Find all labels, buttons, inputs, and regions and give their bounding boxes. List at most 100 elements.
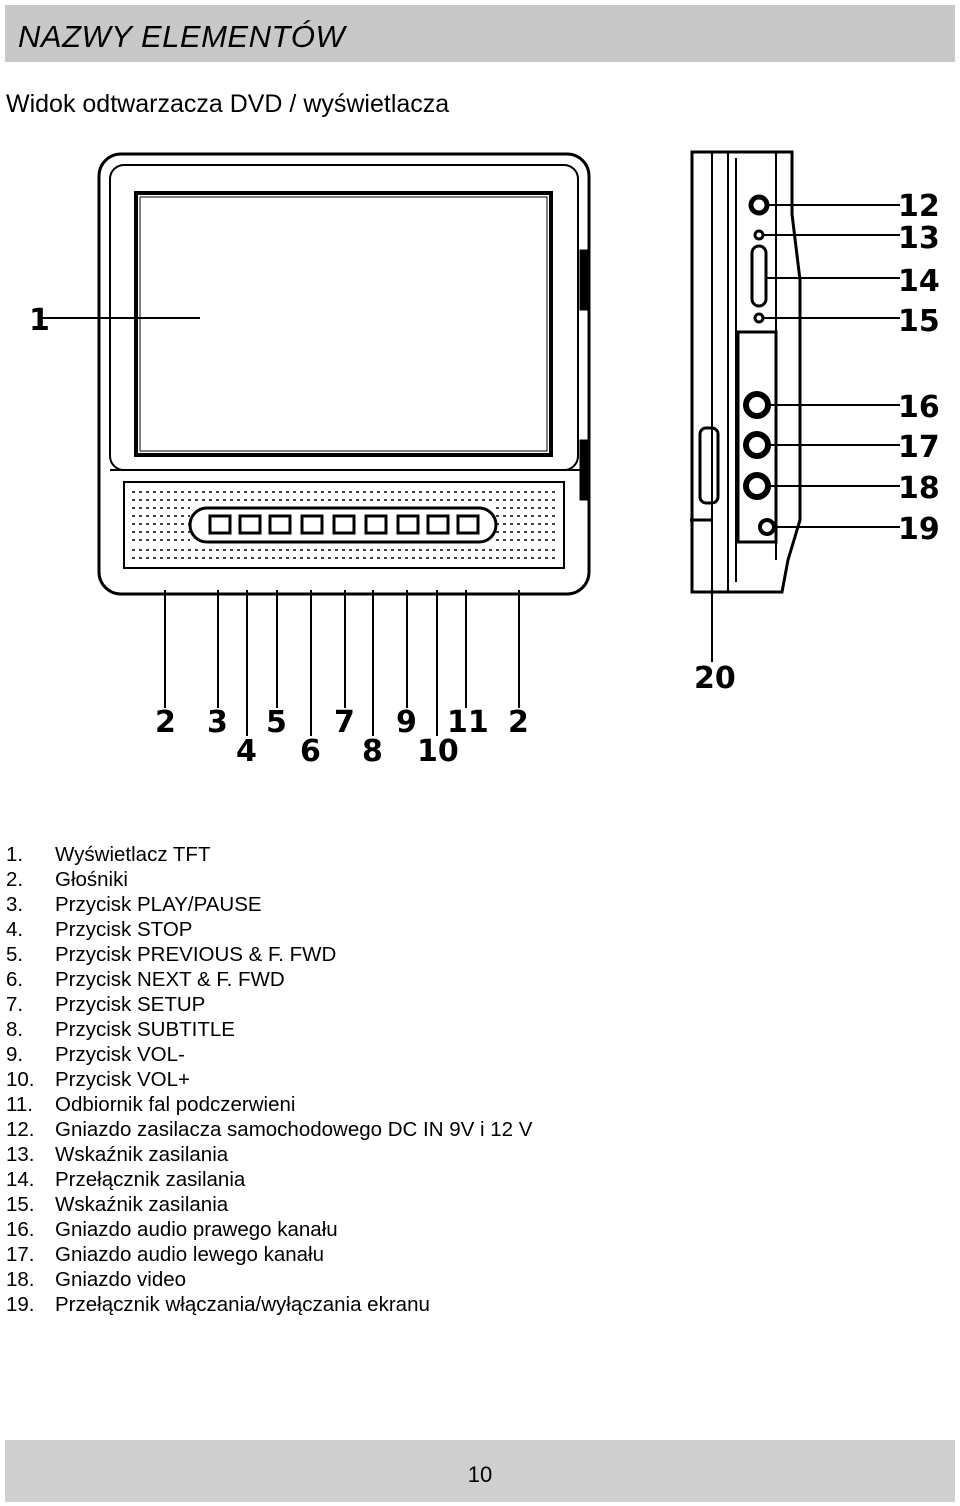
audio-left-jack [743, 431, 771, 459]
legend-text: Wskaźnik zasilania [55, 1143, 229, 1166]
legend-text: Przycisk SUBTITLE [55, 1018, 235, 1041]
callout-19: 19 [898, 512, 940, 547]
legend-number: 13. [6, 1143, 35, 1166]
legend-item: 11. Odbiornik fal podczerwieni [6, 1092, 532, 1117]
button-play-pause [208, 514, 232, 535]
legend-text: Przycisk VOL+ [55, 1068, 190, 1091]
button-setup [332, 514, 356, 535]
legend-item: 15. Wskaźnik zasilania [6, 1192, 532, 1217]
button-previous [268, 514, 292, 535]
legend-number: 14. [6, 1168, 35, 1191]
section-title: NAZWY ELEMENTÓW [18, 19, 346, 54]
legend-item: 8. Przycisk SUBTITLE [6, 1017, 532, 1042]
legend-number: 8. [6, 1018, 24, 1041]
legend-number: 17. [6, 1243, 35, 1266]
side-tab-lower [579, 439, 590, 501]
legend-number: 15. [6, 1193, 35, 1216]
side-screen-switch [698, 426, 720, 505]
power-led-2 [753, 312, 765, 324]
legend-text: Przycisk STOP [55, 918, 193, 941]
legend-number: 2. [6, 868, 24, 891]
legend-text: Przycisk VOL- [55, 1043, 185, 1066]
legend-item: 4. Przycisk STOP [6, 917, 532, 942]
legend-number: 4. [6, 918, 24, 941]
legend-text: Przycisk PLAY/PAUSE [55, 893, 262, 916]
callout-1: 1 [29, 303, 50, 338]
button-stop [238, 514, 262, 535]
legend-item: 17.Gniazdo audio lewego kanału [6, 1242, 532, 1267]
legend-item: 16. Gniazdo audio prawego kanału [6, 1217, 532, 1242]
legend-number: 7. [6, 993, 24, 1016]
power-led-1 [753, 229, 765, 241]
callout-11: 11 [447, 705, 489, 740]
callout-20: 20 [694, 661, 736, 696]
legend-number: 6. [6, 968, 24, 991]
legend-number: 16. [6, 1218, 35, 1241]
callout-4: 4 [236, 734, 257, 769]
legend-text: Gniazdo zasilacza samochodowego DC IN 9V… [55, 1118, 533, 1141]
side-view [690, 150, 900, 662]
legend-number: 10. [6, 1068, 35, 1091]
legend-number: 19. [6, 1293, 35, 1316]
legend-number: 11. [6, 1093, 33, 1116]
screen-switch-jack [758, 518, 776, 536]
legend-number: 9. [6, 1043, 24, 1066]
legend-text: Gniazdo audio prawego kanału [55, 1218, 338, 1241]
legend-text: Gniazdo video [55, 1268, 187, 1291]
legend-item: 13. Wskaźnik zasilania [6, 1142, 532, 1167]
callout-7: 7 [334, 705, 355, 740]
button-next [300, 514, 324, 535]
button-vol-minus [396, 514, 420, 535]
legend-text: Odbiornik fal podczerwieni [55, 1093, 296, 1116]
footer-bar: 10 [5, 1440, 955, 1502]
legend-number: 1. [6, 843, 24, 866]
side-tab-upper [579, 249, 590, 311]
button-subtitle [364, 514, 388, 535]
section-header-bar: NAZWY ELEMENTÓW [5, 5, 955, 62]
side-outline [690, 150, 802, 594]
legend-number: 18. [6, 1268, 35, 1291]
callout-2-right: 2 [508, 705, 529, 740]
legend-number: 12. [6, 1118, 35, 1141]
legend-item: 7. Przycisk SETUP [6, 992, 532, 1017]
power-switch [750, 244, 768, 308]
callout-16: 16 [898, 390, 940, 425]
callout-10: 10 [417, 734, 459, 769]
callout-14: 14 [898, 264, 940, 299]
front-view [40, 152, 591, 736]
legend-text: Przycisk NEXT & F. FWD [55, 968, 285, 991]
subtitle: Widok odtwarzacza DVD / wyświetlacza [6, 90, 450, 118]
legend-number: 5. [6, 943, 24, 966]
legend-number: 3. [6, 893, 24, 916]
tft-screen-inner [139, 196, 548, 452]
callout-5: 5 [266, 705, 287, 740]
callout-3: 3 [207, 705, 228, 740]
legend-item: 5. Przycisk PREVIOUS & F. FWD [6, 942, 532, 967]
legend-item: 1. Wyświetlacz TFT [6, 842, 532, 867]
legend-text: Wyświetlacz TFT [55, 843, 211, 866]
legend-item: 14. Przełącznik zasilania [6, 1167, 532, 1192]
device-diagram: 1 2 3 4 5 6 7 8 9 10 11 2 12 13 14 15 16… [29, 150, 940, 769]
legend-text: Przełącznik włączania/wyłączania ekranu [55, 1293, 430, 1316]
video-jack [743, 472, 771, 500]
legend-text: Przełącznik zasilania [55, 1168, 246, 1191]
callout-17: 17 [898, 430, 940, 465]
legend-item: 19. Przełącznik włączania/wyłączania ekra… [6, 1292, 532, 1317]
callout-13: 13 [898, 221, 940, 256]
legend-text: Przycisk PREVIOUS & F. FWD [55, 943, 337, 966]
callout-9: 9 [396, 705, 417, 740]
legend-text: Przycisk SETUP [55, 993, 206, 1016]
legend-item: 9. Przycisk VOL- [6, 1042, 532, 1067]
legend-item: 6. Przycisk NEXT & F. FWD [6, 967, 532, 992]
legend-text: Wskaźnik zasilania [55, 1193, 229, 1216]
legend-item: 3. Przycisk PLAY/PAUSE [6, 892, 532, 917]
legend-item: 18. Gniazdo video [6, 1267, 532, 1292]
ir-receiver [456, 514, 480, 535]
jack-panel [736, 330, 778, 544]
callout-15: 15 [898, 304, 940, 339]
page-number: 10 [467, 1462, 493, 1487]
legend-item: 12. Gniazdo zasilacza samochodowego DC IN… [6, 1117, 532, 1142]
parts-legend: 1.Wyświetlacz TFT 2.Głośniki 3.Przycisk … [6, 842, 532, 1317]
callout-8: 8 [362, 734, 383, 769]
legend-item: 10. Przycisk VOL+ [6, 1067, 532, 1092]
